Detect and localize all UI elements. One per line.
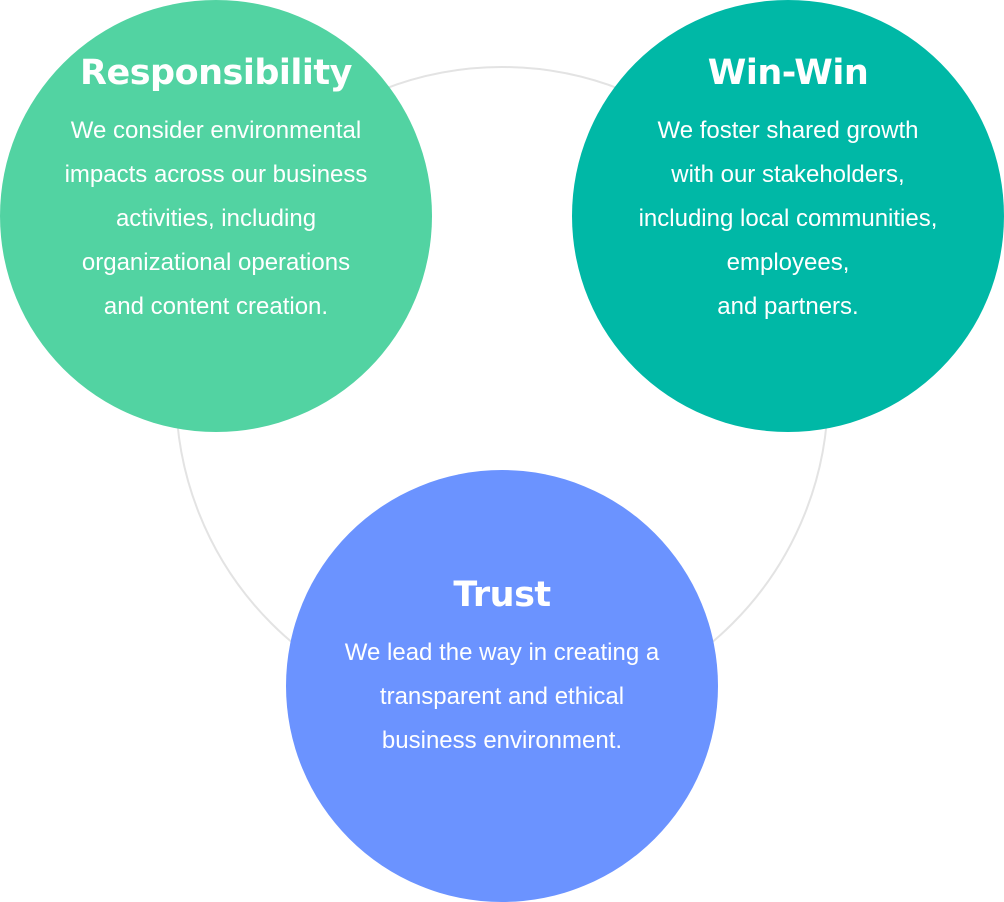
value-circle-responsibility: Responsibility We consider environmental… [0, 0, 432, 432]
value-circle-trust: Trust We lead the way in creating a tran… [286, 470, 718, 902]
value-description: We consider environmental impacts across… [64, 117, 368, 320]
value-description: We lead the way in creating a transparen… [344, 639, 660, 754]
value-title: Trust [453, 575, 551, 615]
value-title: Responsibility [80, 53, 352, 93]
value-description: We foster shared growth with our stakeho… [638, 117, 938, 320]
value-title: Win-Win [707, 53, 869, 93]
value-circle-win-win: Win-Win We foster shared growth with our… [572, 0, 1004, 432]
